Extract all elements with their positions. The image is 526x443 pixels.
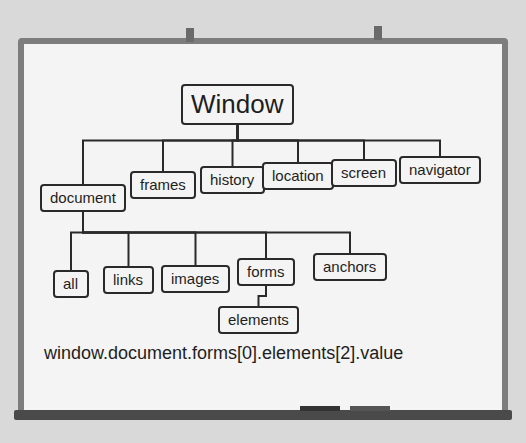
node-label: Window <box>183 86 292 123</box>
tree-node-box: frames <box>130 171 196 199</box>
marker-tray <box>14 410 512 420</box>
marker <box>300 406 340 411</box>
tree-connector <box>259 286 267 306</box>
tree-node-box: location <box>262 162 334 190</box>
node-label: elements <box>220 308 297 332</box>
tree-connector <box>163 125 238 171</box>
tree-connector <box>238 125 365 159</box>
board-frame <box>18 38 508 416</box>
node-label: images <box>163 267 228 291</box>
tree-connector <box>83 212 350 253</box>
tree-connector <box>83 212 266 258</box>
marker <box>350 406 390 411</box>
tree-node-box: all <box>53 270 89 298</box>
hanger-pin <box>374 26 382 40</box>
tree-connector <box>83 212 196 265</box>
tree-node-box: images <box>161 265 230 293</box>
node-label: document <box>42 186 124 210</box>
hanger-pin <box>186 28 194 42</box>
tree-node-box: anchors <box>313 253 387 281</box>
tree-connector <box>83 212 129 266</box>
code-expression: window.document.forms[0].elements[2].val… <box>44 343 403 364</box>
node-label: location <box>264 164 332 188</box>
node-label: forms <box>239 260 293 284</box>
tree-node-box: navigator <box>399 156 481 184</box>
tree-node-box: history <box>200 166 265 194</box>
node-label: history <box>202 168 263 192</box>
node-label: links <box>105 268 152 292</box>
node-label: all <box>55 272 87 296</box>
tree-node-box: forms <box>237 258 295 286</box>
node-label: navigator <box>401 158 479 182</box>
tree-connector <box>238 125 441 156</box>
tree-connector <box>238 125 299 162</box>
tree-node-box: document <box>40 184 126 212</box>
node-label: frames <box>132 173 194 197</box>
tree-connector <box>71 212 83 270</box>
tree-node-box: links <box>103 266 154 294</box>
tree-node-box: Window <box>181 84 294 125</box>
tree-node-box: screen <box>331 159 397 187</box>
node-label: anchors <box>315 255 385 279</box>
board-surface <box>24 44 502 410</box>
tree-node-box: elements <box>218 306 299 334</box>
node-label: screen <box>333 161 395 185</box>
